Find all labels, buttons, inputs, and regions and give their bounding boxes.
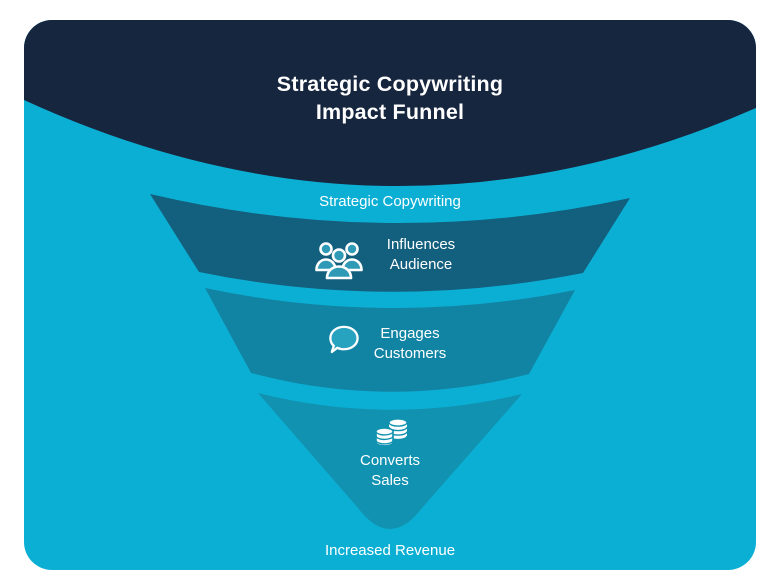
funnel-bottom-label: Increased Revenue bbox=[324, 542, 456, 559]
stage-1-label: Influences Audience bbox=[361, 235, 481, 275]
title-line-2: Impact Funnel bbox=[315, 100, 465, 124]
funnel-card: Strategic Copywriting Impact Funnel Stra… bbox=[24, 20, 756, 570]
stage-1-label-line-1: Influences bbox=[386, 236, 456, 253]
audience-people-icon bbox=[315, 242, 363, 280]
stage-3-label-line-2: Sales bbox=[371, 472, 409, 489]
stage-2-label-line-2: Customers bbox=[373, 345, 447, 362]
stage-3-label-line-1: Converts bbox=[359, 452, 421, 469]
stage-3-label: Converts Sales bbox=[330, 451, 450, 491]
coins-icon bbox=[375, 418, 408, 447]
title-line-1: Strategic Copywriting bbox=[276, 72, 504, 96]
funnel-stage-1-shape bbox=[150, 194, 630, 292]
header-curve-shape bbox=[24, 20, 756, 187]
stage-1-label-line-2: Audience bbox=[389, 256, 453, 273]
funnel-top-label: Strategic Copywriting bbox=[319, 193, 461, 210]
funnel-stage-3-shape bbox=[258, 393, 522, 529]
stage-2-label: Engages Customers bbox=[350, 324, 470, 364]
speech-bubble-icon bbox=[329, 325, 359, 354]
funnel-shapes-layer bbox=[24, 20, 756, 529]
page-title: Strategic Copywriting Impact Funnel bbox=[24, 70, 756, 126]
stage-2-label-line-1: Engages bbox=[380, 325, 440, 342]
funnel-stage-2-shape bbox=[205, 288, 575, 392]
